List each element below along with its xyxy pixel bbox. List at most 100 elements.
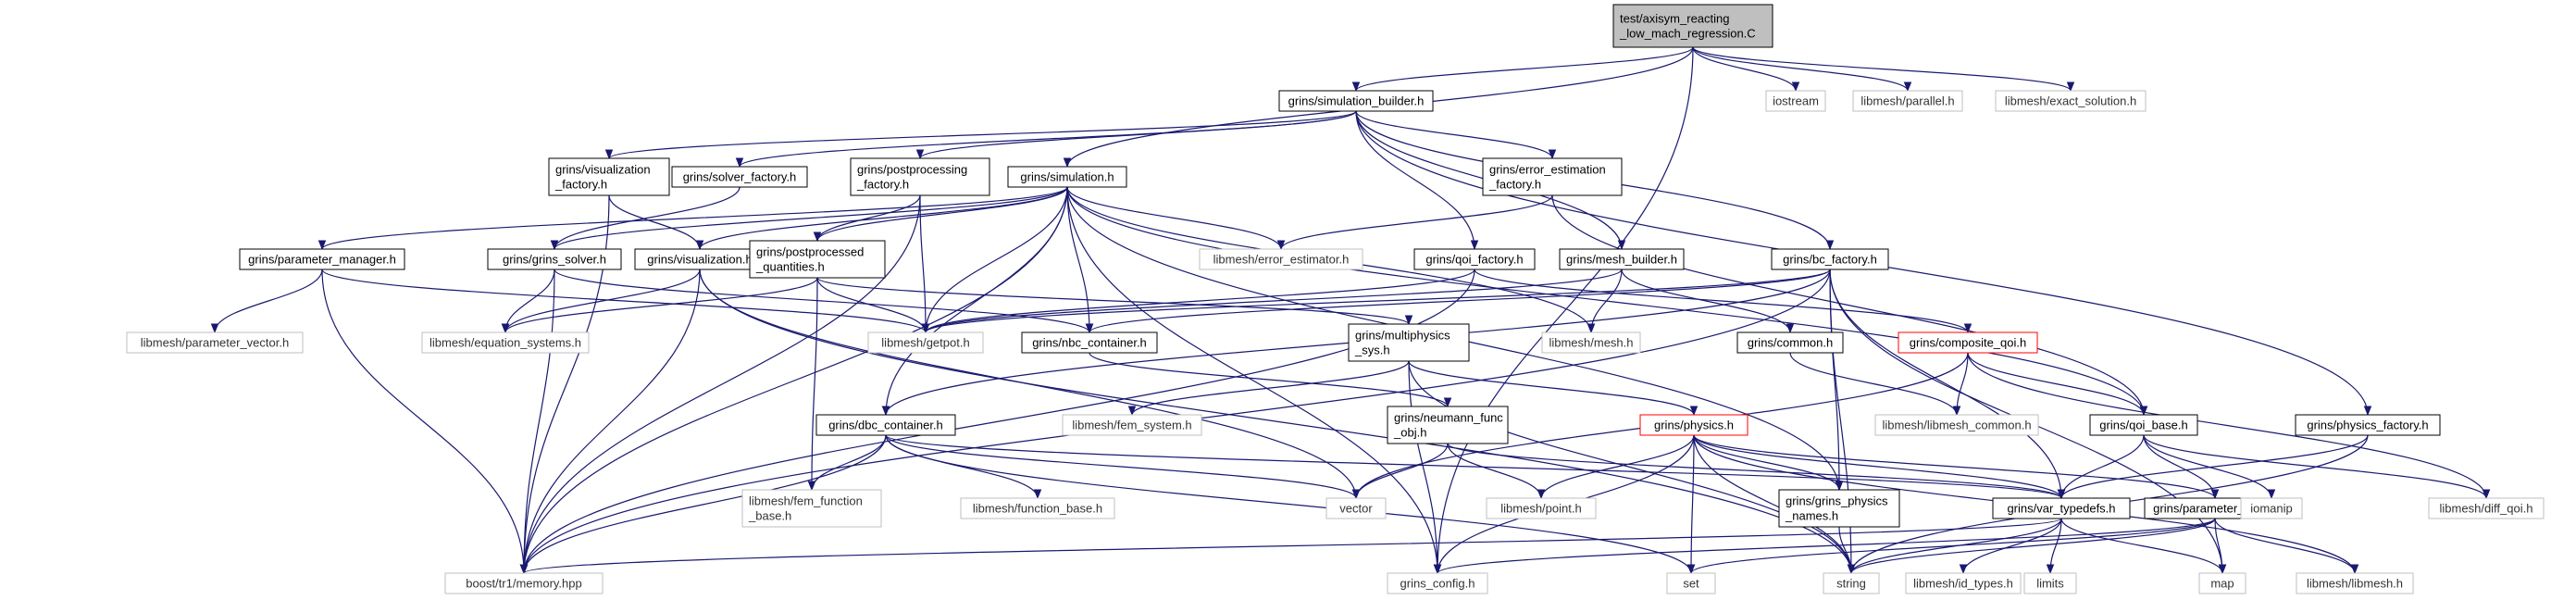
- node-physics[interactable]: grins/physics.h: [1639, 414, 1748, 436]
- node-box: [1387, 406, 1509, 444]
- node-box: [2295, 414, 2441, 436]
- node-label: _low_mach_regression.C: [1619, 27, 1756, 41]
- node-visualization-factory[interactable]: grins/visualization_factory.h: [548, 157, 670, 196]
- node-nbc-container[interactable]: grins/nbc_container.h: [1021, 331, 1158, 354]
- node-var-typedefs[interactable]: grins/var_typedefs.h: [1992, 497, 2131, 519]
- node-multiphysics-sys[interactable]: grins/multiphysics_sys.h: [1348, 323, 1470, 362]
- edge-root-to-parallel: [1692, 46, 1912, 93]
- node-box: [1021, 331, 1158, 354]
- edge-root-to-iostream: [1692, 46, 1800, 93]
- node-solver-factory[interactable]: grins/solver_factory.h: [671, 166, 808, 188]
- node-label: grins/parameter_manager.h: [248, 253, 396, 267]
- edge-physics-to-grins-physics-names: [1693, 434, 1844, 492]
- node-parameter-manager[interactable]: grins/parameter_manager.h: [239, 248, 405, 270]
- edge-physics-to-string: [1693, 434, 1856, 575]
- edge-var-typedefs-to-map: [2060, 518, 2227, 575]
- edge-bc-factory-to-string: [1829, 269, 1856, 575]
- node-label: grins/dbc_container.h: [828, 419, 943, 432]
- edge-multiphysics-sys-to-string: [1408, 360, 1856, 575]
- edge-physics-to-point: [1537, 434, 1695, 500]
- node-mesh-builder[interactable]: grins/mesh_builder.h: [1559, 248, 1685, 270]
- node-neumann-func-obj[interactable]: grins/neumann_func_obj.h: [1387, 406, 1509, 444]
- node-error-estimator: libmesh/error_estimator.h: [1199, 248, 1363, 270]
- node-simulation[interactable]: grins/simulation.h: [1007, 166, 1127, 188]
- node-simulation-builder[interactable]: grins/simulation_builder.h: [1278, 90, 1434, 112]
- edge-parameter-manager-to-tr1-memory: [321, 269, 529, 575]
- node-box: [867, 331, 984, 354]
- node-box: [239, 248, 405, 270]
- edge-common-to-libmesh-common: [1789, 352, 1961, 417]
- node-label: iomanip: [2250, 502, 2293, 516]
- node-common[interactable]: grins/common.h: [1736, 331, 1844, 354]
- node-qoi-factory[interactable]: grins/qoi_factory.h: [1413, 248, 1536, 270]
- node-box: [487, 248, 622, 270]
- node-box: [1639, 414, 1748, 436]
- node-diff-qoi: libmesh/diff_qoi.h: [2428, 497, 2545, 519]
- node-label: _factory.h: [856, 178, 909, 192]
- node-iostream: iostream: [1765, 90, 1826, 112]
- edge-postprocessed-quantities-to-multiphysics-sys: [816, 277, 1413, 326]
- node-fem-function-base: libmesh/fem_function_base.h: [741, 489, 882, 528]
- node-composite-qoi[interactable]: grins/composite_qoi.h: [1898, 331, 2038, 354]
- edge-nbc-container-to-neumann-func-obj: [1089, 352, 1452, 408]
- edge-var-typedefs-to-limits: [2046, 518, 2062, 575]
- node-dbc-container[interactable]: grins/dbc_container.h: [815, 414, 956, 436]
- edge-parameter-user-to-libmesh: [2214, 518, 2359, 575]
- node-qoi-base[interactable]: grins/qoi_base.h: [2089, 414, 2198, 436]
- node-box: [1199, 248, 1363, 270]
- node-label: libmesh/fem_function: [749, 494, 863, 508]
- node-box: [421, 331, 590, 354]
- edge-qoi-base-to-iomanip: [2143, 434, 2276, 500]
- node-box: [548, 157, 670, 196]
- node-label: grins/common.h: [1748, 336, 1833, 350]
- node-error-estimation-factory[interactable]: grins/error_estimation_factory.h: [1482, 157, 1623, 196]
- node-box: [126, 331, 304, 354]
- node-label: iostream: [1773, 94, 1819, 108]
- edge-physics-to-set: [1686, 434, 1696, 575]
- edge-simulation-builder-to-qoi-factory: [1355, 110, 1479, 251]
- node-label: _base.h: [748, 509, 791, 523]
- edge-postprocessed-quantities-to-fem-function-base: [807, 277, 818, 492]
- node-vector: vector: [1325, 497, 1387, 519]
- edge-simulation-to-getpot: [921, 186, 1068, 334]
- node-box: [850, 157, 990, 196]
- edge-error-estimation-factory-to-qoi-base: [1551, 194, 2148, 417]
- node-physics-factory[interactable]: grins/physics_factory.h: [2295, 414, 2441, 436]
- node-label: libmesh/libmesh_common.h: [1882, 419, 2031, 432]
- node-root[interactable]: test/axisym_reacting_low_mach_regression…: [1612, 4, 1773, 48]
- node-exact-solution: libmesh/exact_solution.h: [1995, 90, 2147, 112]
- node-label: grins/simulation.h: [1020, 170, 1114, 184]
- node-map: map: [2198, 572, 2246, 594]
- node-parallel: libmesh/parallel.h: [1852, 90, 1963, 112]
- node-grins-solver[interactable]: grins/grins_solver.h: [487, 248, 622, 270]
- edge-solver-factory-to-grins-solver: [550, 186, 740, 251]
- node-label: libmesh/id_types.h: [1913, 577, 2013, 591]
- edge-var-typedefs-to-id-types: [1959, 518, 2062, 575]
- edge-bc-factory-to-nbc-container: [1085, 269, 1831, 334]
- node-label: _factory.h: [554, 178, 607, 192]
- node-label: libmesh/libmesh.h: [2307, 577, 2403, 591]
- node-grins-physics-names[interactable]: grins/grins_physics_names.h: [1778, 489, 1900, 528]
- node-label: map: [2210, 577, 2234, 591]
- edge-qoi-factory-to-getpot: [921, 269, 1475, 334]
- node-limits: limits: [2023, 572, 2077, 594]
- node-fem-system: libmesh/fem_system.h: [1062, 414, 1202, 436]
- node-label: string: [1836, 577, 1866, 591]
- node-postprocessing-factory[interactable]: grins/postprocessing_factory.h: [850, 157, 990, 196]
- node-visualization[interactable]: grins/visualization.h: [634, 248, 765, 270]
- node-label: limits: [2036, 577, 2064, 591]
- edge-visualization-to-tr1-memory: [519, 269, 701, 575]
- node-box: [2296, 572, 2414, 594]
- edge-simulation-to-grins-solver: [550, 186, 1068, 251]
- node-bc-factory[interactable]: grins/bc_factory.h: [1771, 248, 1889, 270]
- node-label: libmesh/getpot.h: [881, 336, 969, 350]
- edge-qoi-factory-to-composite-qoi: [1474, 269, 1972, 334]
- edge-composite-qoi-to-libmesh-common: [1952, 352, 1969, 417]
- node-postprocessed-quantities[interactable]: grins/postprocessed_quantities.h: [749, 240, 886, 279]
- edge-simulation-builder-to-postprocessing-factory: [915, 110, 1357, 160]
- node-label: libmesh/fem_system.h: [1072, 419, 1191, 432]
- node-box: [1541, 331, 1641, 354]
- edge-postprocessed-quantities-to-equation-systems: [501, 277, 818, 334]
- edge-postprocessed-quantities-to-getpot: [816, 277, 930, 334]
- edge-error-estimation-factory-to-error-estimator: [1276, 194, 1553, 251]
